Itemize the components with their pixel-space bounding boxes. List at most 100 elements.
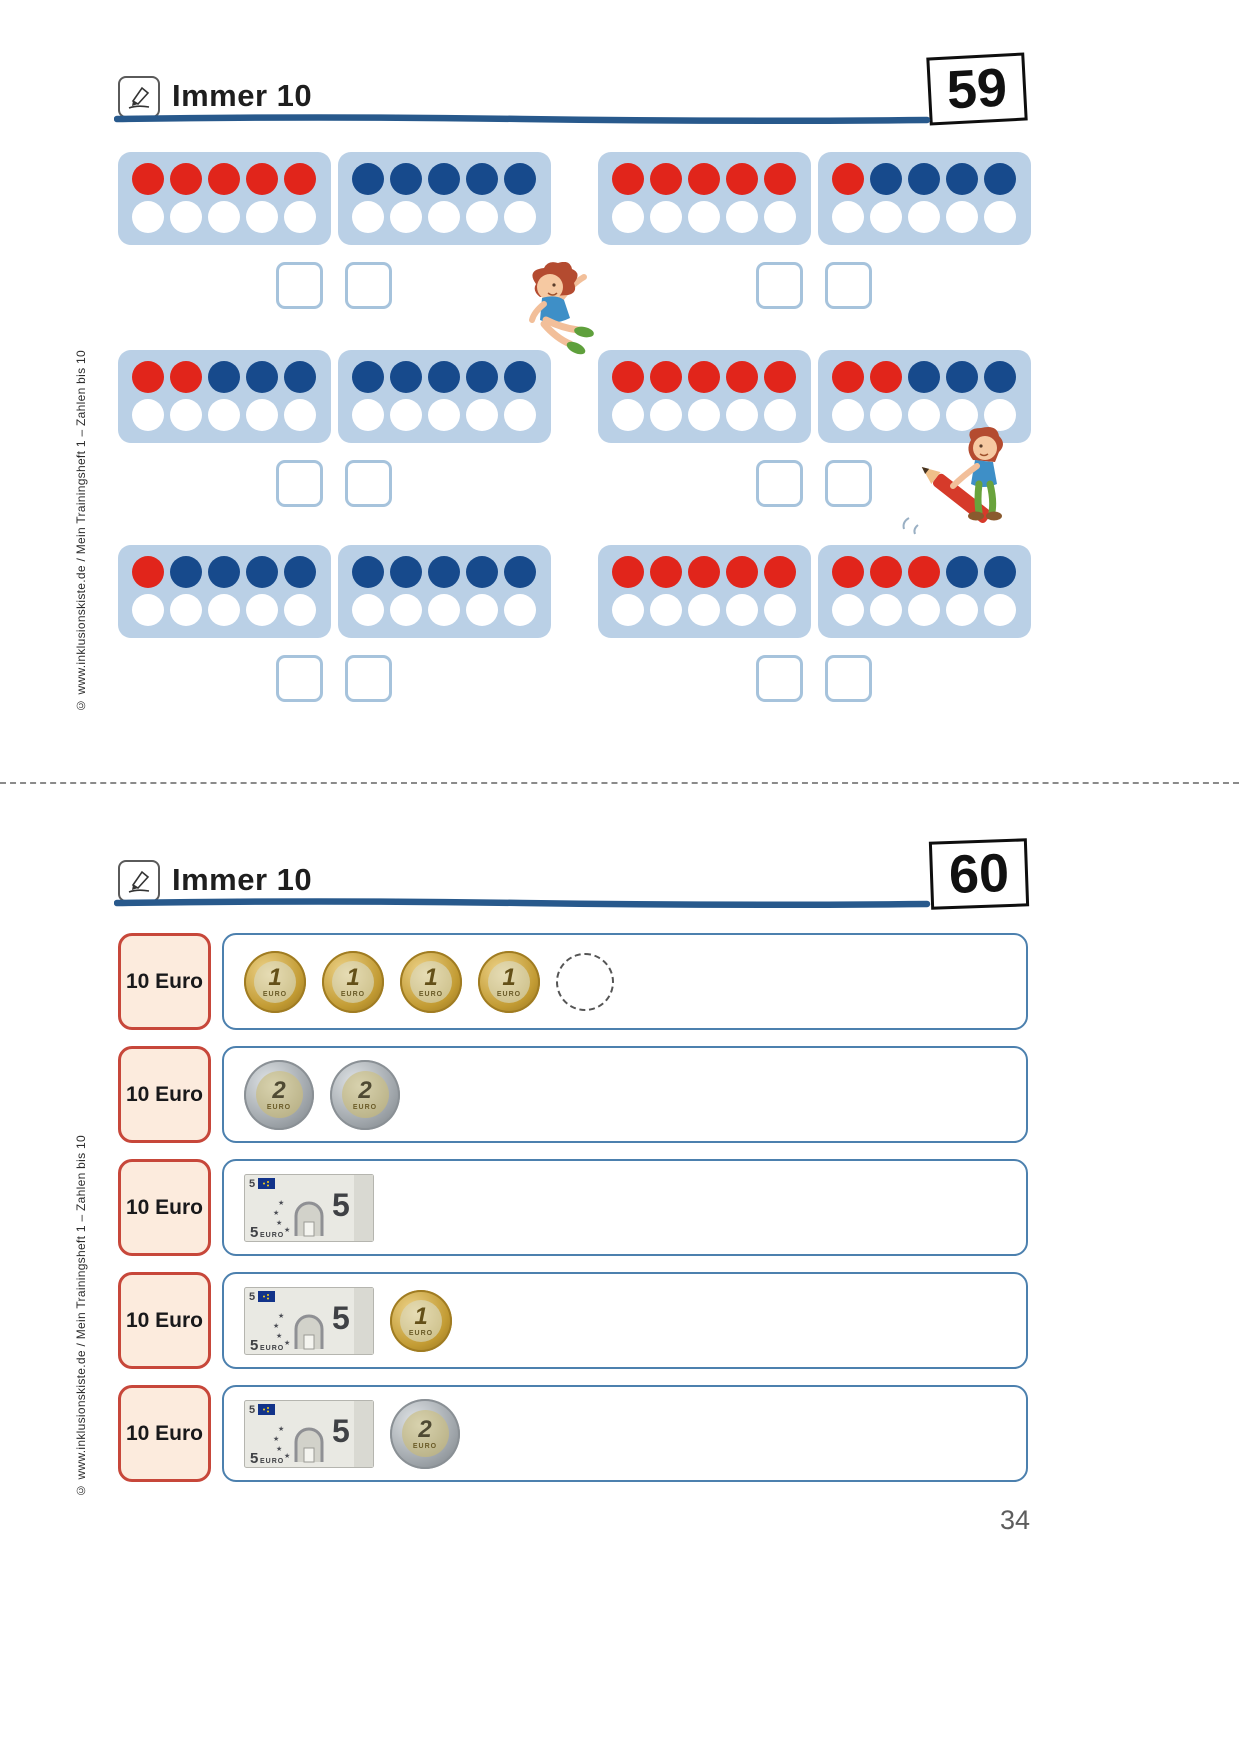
illustration-girl-running: [529, 262, 594, 355]
svg-text:EURO: EURO: [260, 1458, 284, 1465]
ten-frame-half: [338, 545, 551, 638]
svg-text:★: ★: [276, 1219, 282, 1227]
coin-value: 2: [272, 1076, 286, 1104]
empty-dot: [428, 399, 460, 431]
pencil-icon: [118, 860, 160, 902]
counter-dot: [946, 163, 978, 195]
empty-dot: [946, 399, 978, 431]
counter-dot: [208, 361, 240, 393]
counter-dot: [428, 163, 460, 195]
answer-box[interactable]: [825, 460, 872, 507]
empty-dot: [246, 399, 278, 431]
answer-boxes: [756, 655, 872, 702]
row-label-10-euro: 10 Euro: [118, 1272, 211, 1369]
svg-text:★: ★: [278, 1199, 284, 1207]
svg-text:5: 5: [332, 1300, 350, 1336]
svg-text:★: ★: [278, 1312, 284, 1320]
empty-dot: [428, 594, 460, 626]
ten-frame-half: [818, 545, 1031, 638]
empty-dot: [390, 594, 422, 626]
empty-dot: [726, 594, 758, 626]
counter-dot: [870, 556, 902, 588]
ten-frame-half: [818, 350, 1031, 443]
svg-text:5: 5: [249, 1291, 255, 1303]
empty-dot: [208, 594, 240, 626]
empty-dot: [650, 201, 682, 233]
counter-dot: [650, 163, 682, 195]
counter-dot: [428, 361, 460, 393]
counter-dot: [208, 163, 240, 195]
counter-dot: [504, 163, 536, 195]
empty-dot: [908, 594, 940, 626]
coin-currency: EURO: [408, 1329, 434, 1337]
answer-box[interactable]: [756, 262, 803, 309]
empty-dot: [352, 399, 384, 431]
svg-text:EURO: EURO: [260, 1232, 284, 1239]
empty-dot: [352, 201, 384, 233]
answer-box[interactable]: [345, 262, 392, 309]
counter-dot: [466, 556, 498, 588]
empty-dot: [132, 399, 164, 431]
coin-value: 1: [346, 963, 360, 991]
answer-box[interactable]: [276, 655, 323, 702]
ten-frame: [118, 545, 551, 638]
sheet60-number-badge: 60: [928, 838, 1030, 910]
svg-text:5: 5: [250, 1337, 258, 1354]
answer-box[interactable]: [825, 655, 872, 702]
counter-dot: [946, 361, 978, 393]
answer-box[interactable]: [276, 460, 323, 507]
sheet60-number: 60: [947, 842, 1011, 906]
answer-box[interactable]: [345, 460, 392, 507]
counter-dot: [726, 361, 758, 393]
empty-dot: [984, 201, 1016, 233]
counter-dot: [612, 556, 644, 588]
empty-dot: [284, 201, 316, 233]
empty-dot: [764, 594, 796, 626]
pencil-icon-glyph: [128, 86, 150, 109]
row-label-10-euro: 10 Euro: [118, 1385, 211, 1482]
sheet59-number: 59: [945, 57, 1009, 121]
empty-dot: [208, 201, 240, 233]
counter-dot: [688, 361, 720, 393]
svg-text:★: ★: [273, 1322, 279, 1330]
empty-dot: [688, 399, 720, 431]
empty-dot: [764, 201, 796, 233]
svg-text:★: ★: [284, 1339, 290, 1347]
counter-dot: [132, 163, 164, 195]
empty-dot: [466, 594, 498, 626]
answer-box[interactable]: [276, 262, 323, 309]
answer-boxes: [276, 655, 392, 702]
empty-dot: [504, 201, 536, 233]
ten-frame-half: [818, 152, 1031, 245]
counter-dot: [650, 361, 682, 393]
ten-frame-half: [598, 152, 811, 245]
counter-dot: [984, 556, 1016, 588]
empty-dot: [504, 399, 536, 431]
answer-box[interactable]: [825, 262, 872, 309]
answer-box[interactable]: [345, 655, 392, 702]
counter-dot: [246, 556, 278, 588]
empty-dot: [132, 594, 164, 626]
empty-dot: [428, 201, 460, 233]
page-number: 34: [1000, 1505, 1031, 1535]
empty-dot: [688, 594, 720, 626]
copyright-text-top: © www.inklusionskiste.de / Mein Training…: [74, 350, 88, 713]
empty-dot: [764, 399, 796, 431]
ten-frame-half: [598, 350, 811, 443]
answer-box[interactable]: [756, 655, 803, 702]
answer-box[interactable]: [756, 460, 803, 507]
counter-dot: [428, 556, 460, 588]
counter-dot: [984, 163, 1016, 195]
missing-coin-placeholder[interactable]: [556, 952, 614, 1011]
empty-dot: [466, 399, 498, 431]
counter-dot: [832, 556, 864, 588]
